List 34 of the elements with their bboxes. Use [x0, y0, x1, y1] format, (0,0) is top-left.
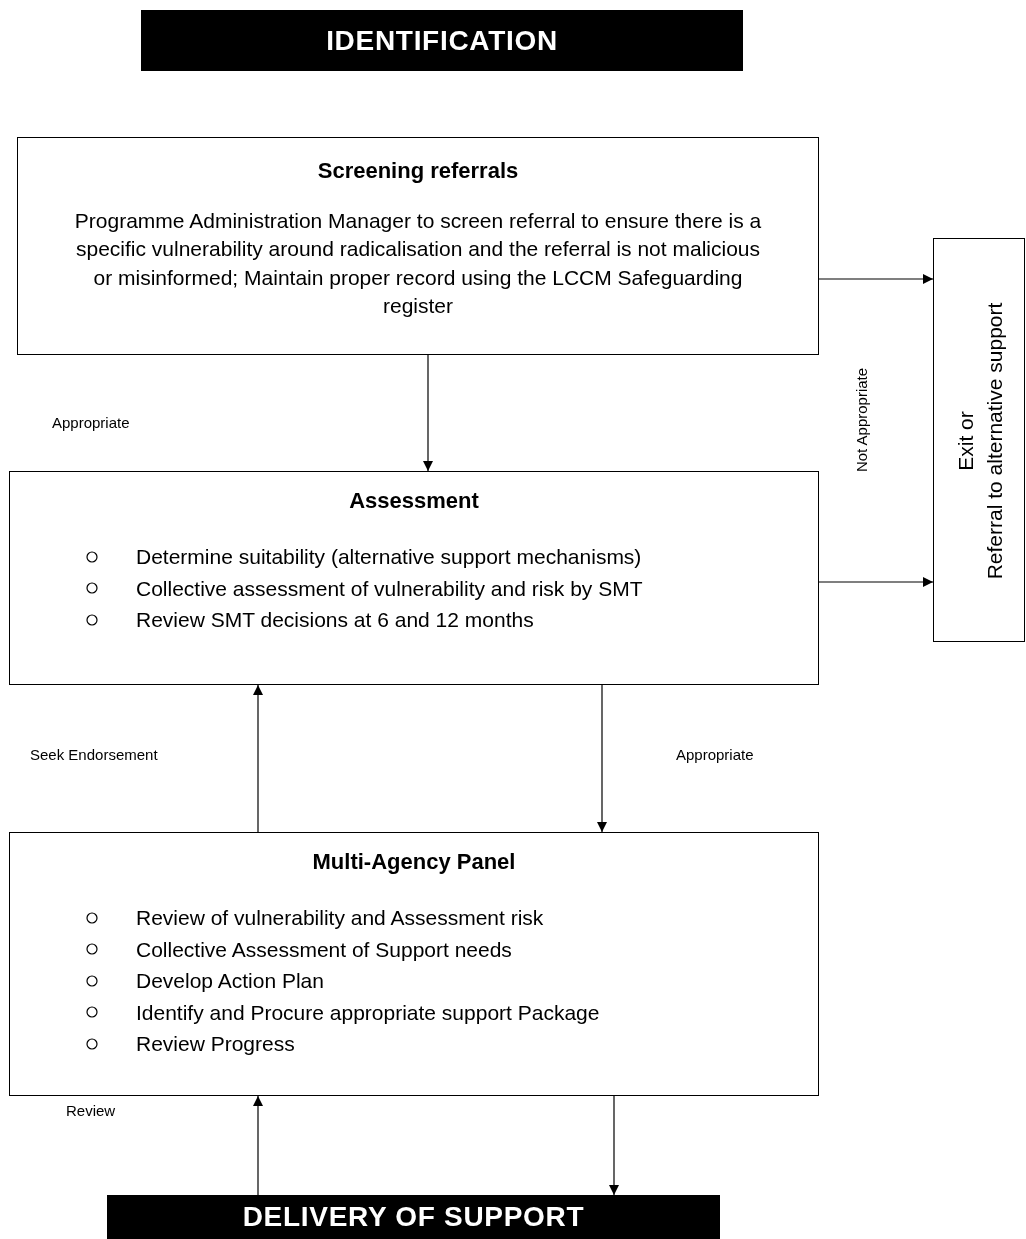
bullet-text: Collective Assessment of Support needs — [136, 936, 512, 963]
arrow — [423, 354, 433, 472]
title-banner — [107, 1195, 720, 1239]
banner-text: DELIVERY OF SUPPORT — [242, 1200, 585, 1234]
bullet-text: Collective assessment of vulnerability and risk by SMT — [136, 575, 643, 602]
bullet-text: Identify and Procure appropriate support Package — [136, 999, 600, 1026]
title-banner — [141, 10, 743, 71]
flow-label: Appropriate — [52, 413, 130, 433]
arrow — [609, 1095, 619, 1196]
flow-label: Not Appropriate — [851, 367, 871, 473]
bullet-text: Determine suitability (alternative support mechanisms) — [136, 544, 642, 570]
bullet-text: Review SMT decisions at 6 and 12 months — [136, 607, 534, 633]
banner-text: IDENTIFICATION — [326, 23, 558, 58]
exit-text: Exit or — [952, 411, 978, 471]
flow-label: Review — [66, 1101, 116, 1121]
flow-label: Seek Endorsement — [30, 745, 158, 765]
arrow — [253, 684, 263, 833]
process-box — [9, 471, 819, 685]
bullet-text: Develop Action Plan — [136, 968, 324, 994]
flow-label: Appropriate — [676, 745, 754, 765]
bullet-text: Review of vulnerability and Assessment risk — [136, 905, 544, 931]
arrow — [818, 274, 934, 284]
box-heading: Screening referrals — [317, 157, 519, 185]
process-box — [9, 832, 819, 1096]
arrow — [597, 684, 607, 833]
arrow — [818, 577, 934, 587]
box-heading: Multi-Agency Panel — [312, 848, 516, 876]
exit-box — [933, 238, 1025, 642]
bullet-text: Review Progress — [136, 1031, 295, 1057]
box-heading: Assessment — [349, 487, 479, 515]
exit-text: Referral to alternative support — [982, 302, 1007, 580]
arrow — [253, 1095, 263, 1196]
box-description: Programme Administration Manager to screen referral to ensure there is a specific vulnerability around radicalisation and the referral is not malicious or misinformed; Maintain proper record using the LCCM Safeguarding register — [73, 208, 763, 320]
process-box — [17, 137, 819, 355]
